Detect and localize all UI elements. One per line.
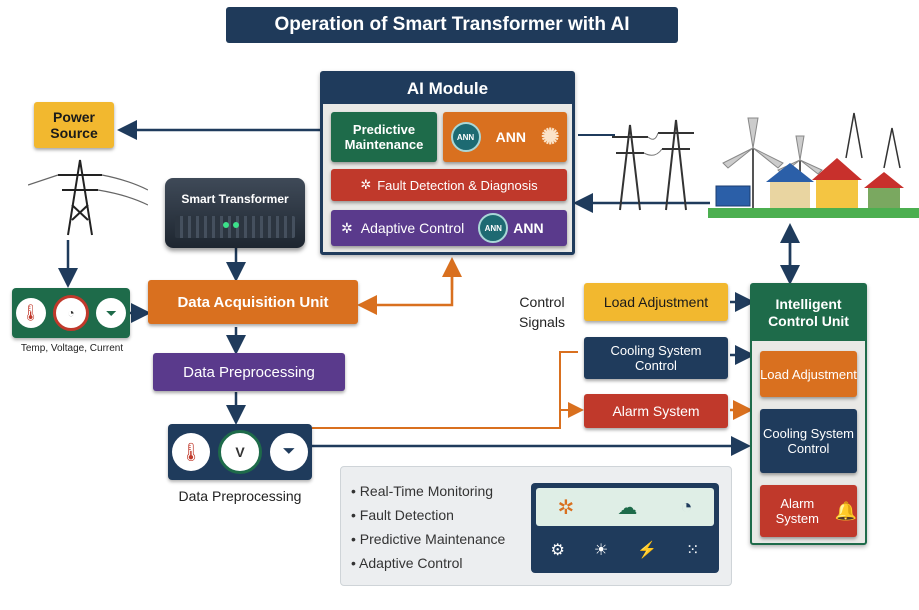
predictive-maintenance-box: Predictive Maintenance	[331, 112, 437, 162]
cloud-icon: ☁	[617, 496, 638, 519]
data-preprocessing-caption: Data Preprocessing	[178, 488, 302, 504]
ann-chip-icon: ANN	[450, 122, 481, 152]
feature-item: • Adaptive Control	[351, 555, 463, 571]
alarm-system-box: Alarm System	[584, 394, 728, 428]
diagram-title: Operation of Smart Transformer with AI	[226, 7, 678, 43]
power-source-box: Power Source	[34, 102, 114, 148]
grid-icon: ⁙	[686, 542, 700, 559]
current-meter-icon: ⏷	[270, 433, 308, 471]
voltage-gauge-icon: ◔	[52, 295, 89, 331]
feature-item: • Fault Detection	[351, 507, 454, 523]
adaptive-control-box: ✲ Adaptive Control ANN ANN	[331, 210, 567, 246]
feature-item: • Real-Time Monitoring	[351, 483, 494, 499]
load-adjustment-box: Load Adjustment	[584, 283, 728, 321]
data-preprocessing-box: Data Preprocessing	[153, 353, 345, 391]
network-icon: ✲	[557, 496, 575, 519]
sun-icon: ☀	[593, 542, 609, 559]
fault-detection-box: ✲ Fault Detection & Diagnosis	[331, 169, 567, 201]
data-acquisition-unit: Data Acquisition Unit	[148, 280, 358, 324]
intelligent-control-unit: Intelligent Control Unit Load Adjustment…	[750, 283, 867, 545]
thermometer-icon: 🌡	[15, 298, 46, 328]
transmission-towers-icon	[612, 119, 694, 211]
icu-cooling-system-control: Cooling System Control	[760, 409, 857, 473]
thermometer-icon: 🌡	[172, 433, 210, 471]
features-panel: • Real-Time Monitoring • Fault Detection…	[340, 466, 732, 586]
icu-alarm-system: Alarm System 🔔	[760, 485, 857, 537]
gear-icon: ⚙	[550, 542, 565, 559]
bell-icon: 🔔	[834, 500, 857, 521]
icu-title: Intelligent Control Unit	[752, 285, 865, 341]
smart-transformer: Smart Transformer	[165, 178, 305, 248]
smart-transformer-label: Smart Transformer	[181, 192, 289, 206]
ai-module: AI Module Predictive Maintenance ANN ANN…	[320, 71, 575, 255]
current-meter-icon: ⏷	[96, 298, 127, 328]
ann-predictive-box: ANN ANN ✺	[443, 112, 567, 162]
icu-load-adjustment: Load Adjustment	[760, 351, 857, 397]
feature-item: • Predictive Maintenance	[351, 531, 506, 547]
features-icon-panel: ✲ ☁ ◔ ⚙ ☀ ⚡ ⁙	[531, 483, 719, 573]
lightning-icon: ⚡	[637, 542, 658, 559]
ann-label: ANN	[513, 220, 544, 236]
gauge-icon: ◔	[680, 495, 693, 518]
sensor-label: Temp, Voltage, Current	[20, 343, 124, 354]
power-pylon-icon	[28, 159, 148, 236]
neural-network-icon: ✺	[541, 124, 560, 149]
cooling-system-control-box: Cooling System Control	[584, 337, 728, 379]
voltmeter-icon: V	[218, 430, 262, 474]
network-icon: ✲	[341, 219, 353, 236]
ann-label: ANN	[495, 129, 526, 145]
control-signals-label: Control Signals	[519, 294, 565, 330]
transformer-leds	[223, 222, 247, 234]
renewable-houses-icon	[708, 112, 919, 218]
features-list: • Real-Time Monitoring • Fault Detection…	[351, 479, 505, 575]
data-preprocessing-panel: 🌡 V ⏷	[168, 424, 312, 480]
ai-module-header: AI Module	[323, 74, 572, 104]
adaptive-control-label: Adaptive Control	[360, 220, 465, 236]
icu-alarm-label: Alarm System	[775, 496, 819, 526]
network-icon: ✲	[360, 177, 372, 192]
ann-chip-icon: ANN	[478, 213, 509, 243]
fault-detection-label: Fault Detection & Diagnosis	[377, 177, 538, 193]
sensor-panel: 🌡 ◔ ⏷	[12, 288, 130, 338]
features-bottom-icons: ⚙ ☀ ⚡ ⁙	[536, 533, 714, 567]
features-top-icons: ✲ ☁ ◔	[536, 488, 714, 526]
